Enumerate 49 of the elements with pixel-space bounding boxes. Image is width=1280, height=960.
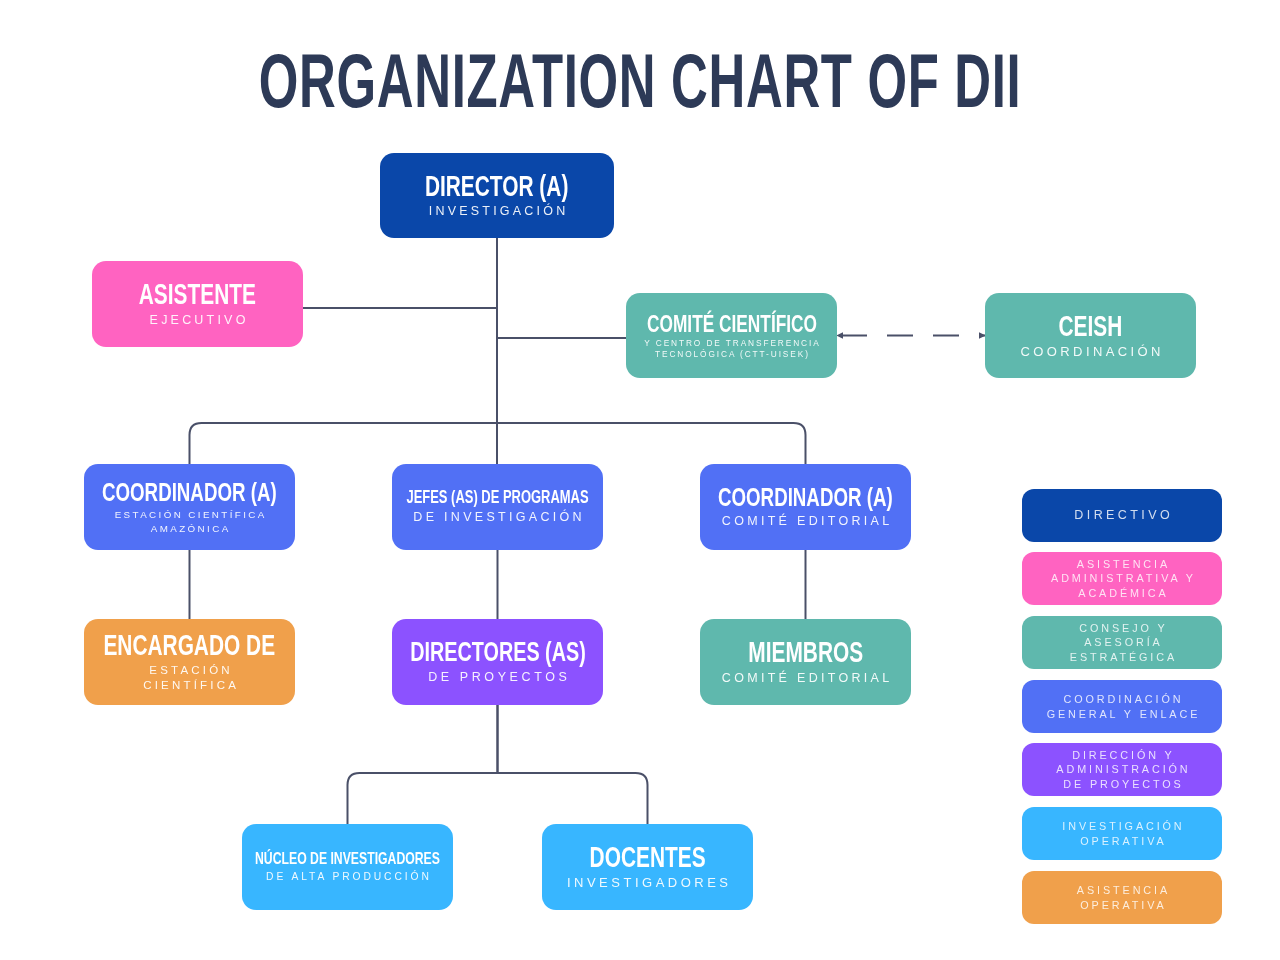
role-title: ASISTENTE: [138, 279, 257, 310]
role-box: [700, 619, 911, 705]
role-subtitle: DE INVESTIGACIÓN: [412, 509, 585, 526]
legend-label: DIRECTIVO: [1073, 506, 1174, 524]
legend-label: DIRECCIÓN Y ADMINISTRACIÓN DE PROYECTOS: [1055, 748, 1192, 791]
role-title: DIRECTORES (AS): [409, 638, 586, 667]
role-title: NÚCLEO DE INVESTIGADORES: [255, 850, 440, 868]
arrow: [836, 332, 986, 339]
role-title: CEISH: [1058, 310, 1123, 341]
role-subtitle: ESTACIÓN CIENTÍFICA: [142, 662, 241, 694]
role-box: [84, 619, 295, 705]
role-subtitle: COMITÉ EDITORIAL: [720, 513, 893, 531]
connector-line: [496, 704, 649, 825]
role-title: ENCARGADO DE: [103, 630, 276, 661]
legend-label: CONSEJO Y ASESORÍA ESTRATÉGICA: [1068, 621, 1179, 664]
legend-label: COORDINACIÓN GENERAL Y ENLACE: [1045, 692, 1202, 721]
legend-label: INVESTIGACIÓN OPERATIVA: [1061, 819, 1186, 848]
role-subtitle: EJECUTIVO: [148, 311, 249, 329]
role-box: [84, 464, 295, 550]
role-subtitle: ESTACIÓN CIENTÍFICA AMAZÓNICA: [113, 508, 268, 535]
role-title: COORDINADOR (A): [718, 483, 893, 512]
connector-line: [804, 549, 807, 620]
role-box: [392, 619, 603, 705]
role-box: [626, 293, 837, 378]
connector-line: [496, 549, 499, 620]
role-title: DOCENTES: [589, 842, 706, 873]
role-box: [380, 153, 614, 238]
legend-label: ASISTENCIA OPERATIVA: [1075, 883, 1172, 912]
role-title: JEFES (AS) DE PROGRAMAS: [406, 488, 589, 507]
role-box: [392, 464, 603, 550]
role-box: [700, 464, 911, 550]
role-subtitle: COORDINACIÓN: [1019, 342, 1164, 361]
legend-label: ASISTENCIA ADMINISTRATIVA Y ACADÉMICA: [1050, 557, 1197, 600]
role-subtitle: COMITÉ EDITORIAL: [720, 669, 893, 687]
role-title: COORDINADOR (A): [102, 479, 277, 507]
role-box: [92, 261, 303, 347]
role-box: [985, 293, 1196, 378]
role-title: COMITÉ CIENTÍFICO: [646, 310, 817, 336]
connector-line: [188, 549, 191, 620]
role-subtitle: DE PROYECTOS: [427, 669, 571, 686]
role-subtitle: INVESTIGACIÓN: [427, 203, 569, 221]
role-subtitle: INVESTIGADORES: [565, 874, 732, 892]
role-box: [542, 824, 753, 910]
role-subtitle: DE ALTA PRODUCCIÓN: [265, 869, 432, 884]
role-title: MIEMBROS: [748, 637, 863, 668]
role-subtitle: Y CENTRO DE TRANSFERENCIA TECNOLÓGICA (CTT-UISEK): [643, 337, 822, 361]
chart-title: ORGANIZATION CHART OF DII: [258, 40, 1022, 122]
role-box: [242, 824, 453, 910]
role-title: DIRECTOR (A): [425, 170, 569, 202]
